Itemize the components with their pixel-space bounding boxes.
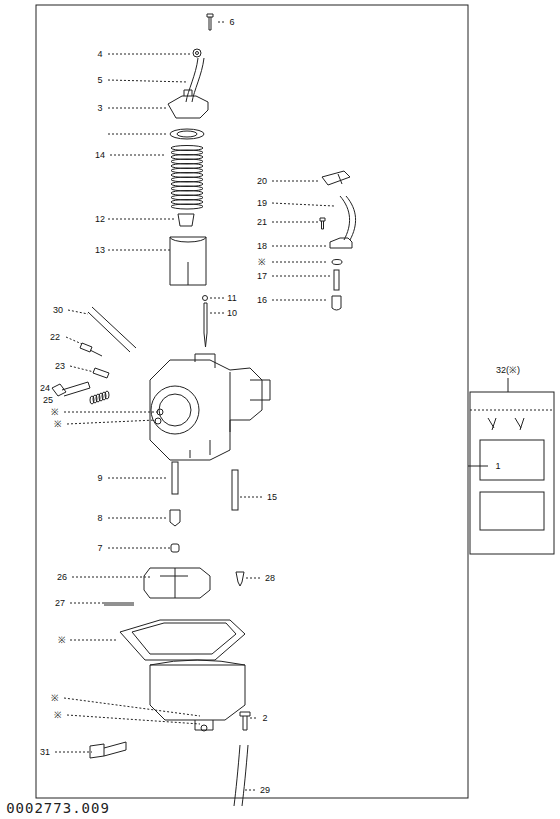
callout-number: 19	[256, 199, 268, 208]
float-parts	[104, 568, 244, 605]
callout-number: 22	[49, 333, 61, 342]
callout-number: 2	[261, 714, 268, 723]
jets	[170, 462, 238, 552]
callout-number: 5	[96, 76, 103, 85]
callout-number: ※	[50, 408, 60, 417]
callout-number: ※	[50, 694, 60, 703]
callout-number: ※	[53, 711, 63, 720]
callout-number: 14	[94, 151, 106, 160]
choke-parts	[320, 171, 356, 310]
callout-number: 7	[96, 544, 103, 553]
carburetor-body	[150, 354, 270, 460]
float-bowl	[90, 620, 250, 806]
callout-number: 25	[42, 396, 54, 405]
leader-lines	[55, 22, 334, 790]
callout-number: ※	[57, 636, 67, 645]
callout-number: 15	[266, 493, 278, 502]
callout-number: 27	[54, 599, 66, 608]
callout-number: 4	[96, 50, 103, 59]
callout-number: 28	[264, 574, 276, 583]
leader-line	[468, 466, 488, 467]
callout-number: 21	[256, 218, 268, 227]
gasket-bag	[470, 378, 554, 554]
callout-number: 20	[256, 177, 268, 186]
callout-number: 17	[256, 272, 268, 281]
callout-number: 30	[52, 306, 64, 315]
callout-number: 11	[226, 294, 237, 303]
callout-number: 9	[96, 474, 103, 483]
side-parts	[52, 307, 163, 424]
callout-number: 16	[256, 296, 268, 305]
callout-number: 32(※)	[495, 366, 521, 375]
callout-number: 3	[96, 104, 103, 113]
callout-number: 31	[39, 748, 51, 757]
callout-number: 26	[56, 573, 68, 582]
callout-number: 1	[494, 462, 501, 471]
callout-number: 23	[54, 362, 66, 371]
callout-number: 6	[228, 18, 235, 27]
callout-number: 24	[39, 384, 51, 393]
callout-number: 10	[226, 309, 238, 318]
callout-number: 8	[96, 514, 103, 523]
callout-number: 13	[94, 246, 106, 255]
callout-number: ※	[53, 420, 63, 429]
callout-number: ※	[257, 258, 267, 267]
top-parts	[168, 14, 213, 347]
drawing-number: 0002773.009	[5, 801, 111, 815]
callout-number: 29	[259, 786, 271, 795]
callout-number: 18	[256, 242, 268, 251]
callout-number: 12	[94, 215, 106, 224]
frame	[36, 5, 468, 798]
